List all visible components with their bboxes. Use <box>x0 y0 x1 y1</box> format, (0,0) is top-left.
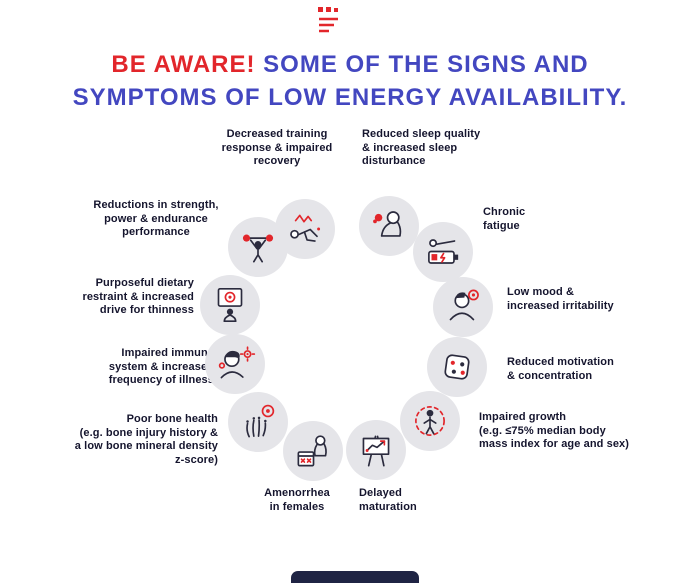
symptom-label-low-mood: Low mood & increased irritability <box>507 286 614 312</box>
symptom-label-sleep: Reduced sleep quality & increased sleep … <box>362 128 481 167</box>
bone-health-icon <box>228 392 288 452</box>
symptom-label-motivation: Reduced motivation & concentration <box>507 356 614 382</box>
symptom-label-bone-health: Poor bone health (e.g. bone injury histo… <box>74 413 218 466</box>
symptom-label-delayed-maturation: Delayed maturation <box>359 487 417 513</box>
title-line-2: SYMPTOMS OF LOW ENERGY AVAILABILITY. <box>72 84 628 111</box>
symptom-label-immune-system: Impaired immune system & increased frequ… <box>108 347 214 386</box>
symptom-label-chronic-fatigue: Chronic fatigue <box>483 206 526 232</box>
page-title: BE AWARE! SOME OF THE SIGNS AND SYMPTOMS… <box>0 48 700 114</box>
dietary-restraint-icon <box>200 275 260 335</box>
delayed-maturation-icon <box>346 420 406 480</box>
footer-bar <box>291 571 419 583</box>
symptom-label-amenorrhea: Amenorrhea in females <box>264 487 330 513</box>
strength-performance-icon <box>228 217 288 277</box>
title-line1-rest: SOME OF THE SIGNS AND <box>263 51 589 78</box>
chronic-fatigue-icon <box>413 222 473 282</box>
symptom-label-impaired-growth: Impaired growth (e.g. ≤75% median body m… <box>479 411 630 450</box>
symptom-label-strength-performance: Reductions in strength, power & enduranc… <box>93 199 219 238</box>
amenorrhea-icon <box>283 421 343 481</box>
sleep-icon <box>359 196 419 256</box>
title-line-1: BE AWARE! SOME OF THE SIGNS AND <box>0 48 700 81</box>
symptom-label-training-recovery: Decreased training response & impaired r… <box>221 128 333 167</box>
immune-system-icon <box>205 334 265 394</box>
impaired-growth-icon <box>400 391 460 451</box>
red-chart-decoration-icon <box>315 5 345 44</box>
symptom-label-dietary-restraint: Purposeful dietary restraint & increased… <box>82 277 194 316</box>
motivation-icon <box>427 337 487 397</box>
title-highlight: BE AWARE! <box>111 51 256 78</box>
low-mood-icon <box>433 277 493 337</box>
